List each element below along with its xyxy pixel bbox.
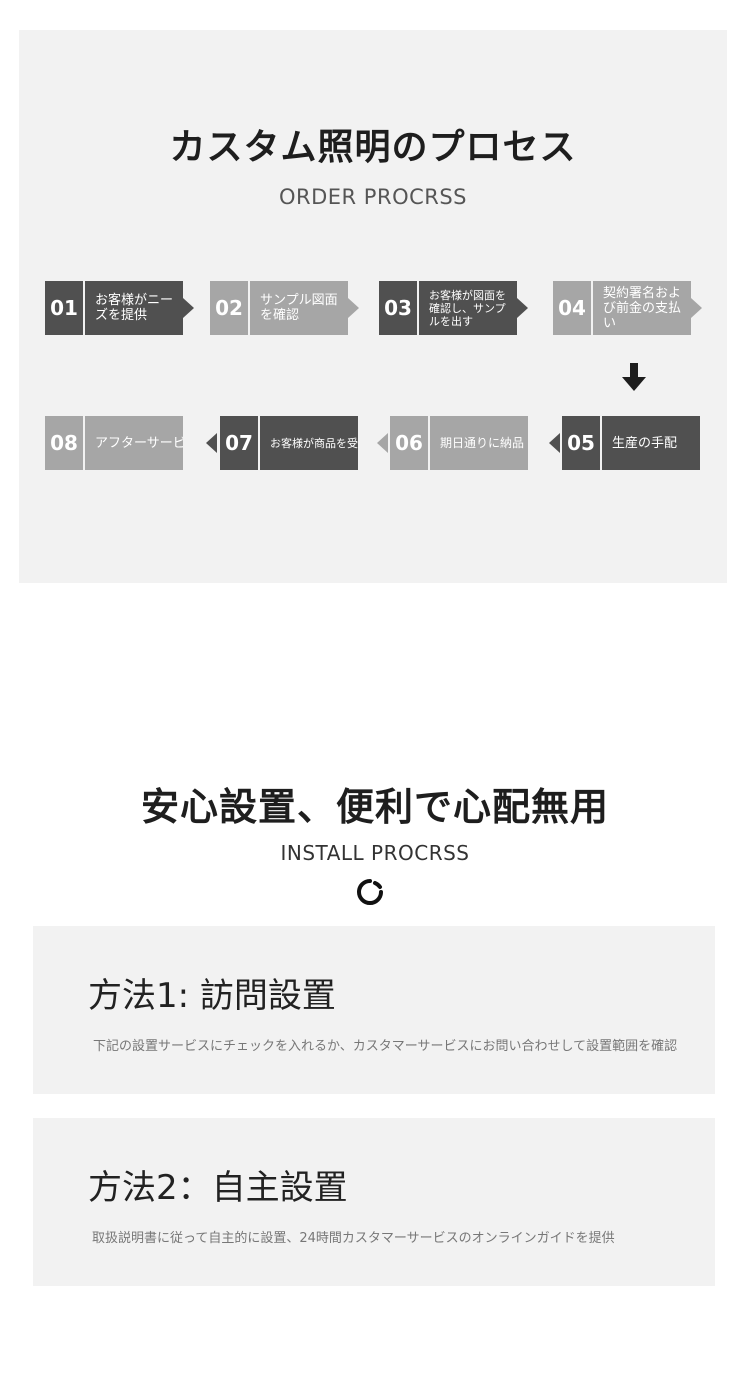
step-label: お客様が商品を受け取る <box>260 416 358 470</box>
step-number: 04 <box>553 281 591 335</box>
process-title: カスタム照明のプロセス <box>169 127 577 168</box>
step-01: 01 お客様がニーズを提供 <box>45 281 183 335</box>
step-02: 02 サンプル図面を確認 <box>210 281 348 335</box>
process-subtitle: ORDER PROCRSS <box>278 185 468 209</box>
arrow-right-icon <box>348 298 359 318</box>
step-number: 03 <box>379 281 417 335</box>
arrow-left-icon <box>206 433 217 453</box>
order-process-panel: カスタム照明のプロセス ORDER PROCRSS 01 お客様がニーズを提供 … <box>19 30 727 583</box>
install-title: 安心設置、便利で心配無用 <box>140 785 609 829</box>
step-number: 08 <box>45 416 83 470</box>
step-08: 08 アフターサービス <box>45 416 183 470</box>
arrow-left-icon <box>377 433 388 453</box>
step-label: お客様が図面を確認し、サンプルを出す <box>419 281 517 335</box>
step-07: 07 お客様が商品を受け取る <box>220 416 358 470</box>
loading-spinner-icon <box>357 879 383 905</box>
step-number: 07 <box>220 416 258 470</box>
step-label: 期日通りに納品 <box>430 416 528 470</box>
step-number: 05 <box>562 416 600 470</box>
install-method-visit: 方法1: 訪問設置 下記の設置サービスにチェックを入れるか、カスタマーサービスに… <box>33 926 715 1094</box>
step-number: 01 <box>45 281 83 335</box>
method-description: 下記の設置サービスにチェックを入れるか、カスタマーサービスにお問い合わせして設置… <box>93 1039 678 1054</box>
install-subtitle: INSTALL PROCRSS <box>280 841 470 865</box>
method-title: 方法2：自主設置 <box>88 1168 348 1208</box>
step-04: 04 契約署名および前金の支払い <box>553 281 691 335</box>
arrow-right-icon <box>183 298 194 318</box>
step-label: サンプル図面を確認 <box>250 281 348 335</box>
step-label: 契約署名および前金の支払い <box>593 281 691 335</box>
step-06: 06 期日通りに納品 <box>390 416 528 470</box>
step-label: アフターサービス <box>85 416 183 470</box>
step-label: 生産の手配 <box>602 416 700 470</box>
step-number: 02 <box>210 281 248 335</box>
step-label: お客様がニーズを提供 <box>85 281 183 335</box>
arrow-right-icon <box>517 298 528 318</box>
step-03: 03 お客様が図面を確認し、サンプルを出す <box>379 281 517 335</box>
arrow-right-icon <box>691 298 702 318</box>
step-05: 05 生産の手配 <box>562 416 700 470</box>
method-title: 方法1: 訪問設置 <box>88 976 336 1016</box>
arrow-down-icon <box>622 363 646 391</box>
arrow-left-icon <box>549 433 560 453</box>
step-number: 06 <box>390 416 428 470</box>
method-description: 取扱説明書に従って自主的に設置、24時間カスタマーサービスのオンラインガイドを提… <box>92 1231 615 1246</box>
install-method-self: 方法2：自主設置 取扱説明書に従って自主的に設置、24時間カスタマーサービスのオ… <box>33 1118 715 1286</box>
